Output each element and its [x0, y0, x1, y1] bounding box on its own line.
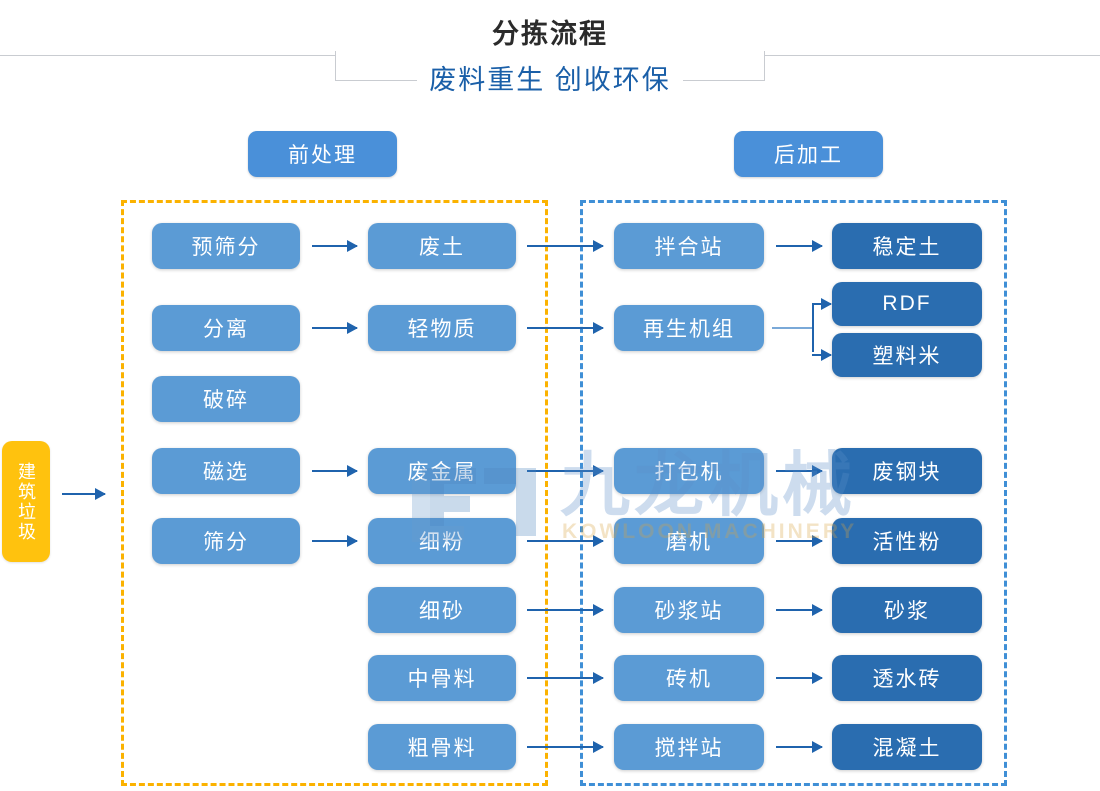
split-connector-stem	[772, 327, 814, 329]
split-connector-riser	[812, 304, 814, 352]
node-material-waste-soil[interactable]: 废土	[368, 223, 516, 269]
node-post-mixing-station[interactable]: 拌合站	[614, 223, 764, 269]
node-pre-crushing[interactable]: 破碎	[152, 376, 300, 422]
arrow-baler-to-scrap-steel	[776, 470, 822, 472]
arrow-mortar-station-to-mortar	[776, 609, 822, 611]
node-post-recycling-unit[interactable]: 再生机组	[614, 305, 764, 351]
node-material-fine-powder[interactable]: 细粉	[368, 518, 516, 564]
node-product-concrete[interactable]: 混凝土	[832, 724, 982, 770]
node-post-mortar-station[interactable]: 砂浆站	[614, 587, 764, 633]
arrow-recycling-unit-to-rdf	[812, 303, 831, 305]
arrow-recycling-unit-to-plastic-pellet	[812, 354, 831, 356]
node-pre-presieving[interactable]: 预筛分	[152, 223, 300, 269]
node-post-brick-machine[interactable]: 砖机	[614, 655, 764, 701]
zone-postprocessing	[580, 200, 1007, 786]
node-product-plastic-pellet[interactable]: 塑料米	[832, 333, 982, 377]
node-pre-separation[interactable]: 分离	[152, 305, 300, 351]
node-pre-sieving[interactable]: 筛分	[152, 518, 300, 564]
arrow-waste-soil-to-mixing-station	[527, 245, 603, 247]
arrow-fine-sand-to-mortar-station	[527, 609, 603, 611]
page-title: 分拣流程	[0, 17, 1100, 51]
arrow-brick-machine-to-permeable-brick	[776, 677, 822, 679]
arrow-separation-to-light-substance	[312, 327, 357, 329]
arrow-presieving-to-waste-soil	[312, 245, 357, 247]
arrow-magnetic-to-scrap-metal	[312, 470, 357, 472]
zone-pretreatment	[121, 200, 548, 786]
page-subtitle-text: 废料重生 创收环保	[417, 62, 683, 98]
node-post-grinder[interactable]: 磨机	[614, 518, 764, 564]
node-product-rdf[interactable]: RDF	[832, 282, 982, 326]
node-material-fine-sand[interactable]: 细砂	[368, 587, 516, 633]
node-product-active-powder[interactable]: 活性粉	[832, 518, 982, 564]
node-product-mortar[interactable]: 砂浆	[832, 587, 982, 633]
page-subtitle: 废料重生 创收环保	[0, 62, 1100, 98]
arrow-light-substance-to-recycling-unit	[527, 327, 603, 329]
node-pre-magnetic-separation[interactable]: 磁选	[152, 448, 300, 494]
arrow-mixing-station-to-stabilized-soil	[776, 245, 822, 247]
node-product-stabilized-soil[interactable]: 稳定土	[832, 223, 982, 269]
arrow-source-to-pretreatment	[62, 493, 105, 495]
section-pill-pretreatment[interactable]: 前处理	[248, 131, 397, 177]
header-rule-right	[764, 55, 1100, 56]
node-post-batching-plant[interactable]: 搅拌站	[614, 724, 764, 770]
arrow-batching-plant-to-concrete	[776, 746, 822, 748]
node-material-scrap-metal[interactable]: 废金属	[368, 448, 516, 494]
page-title-text: 分拣流程	[478, 17, 622, 51]
arrow-fine-powder-to-grinder	[527, 540, 603, 542]
arrow-scrap-metal-to-baler	[527, 470, 603, 472]
node-post-baler[interactable]: 打包机	[614, 448, 764, 494]
node-product-scrap-steel[interactable]: 废钢块	[832, 448, 982, 494]
node-material-coarse-aggregate[interactable]: 粗骨料	[368, 724, 516, 770]
source-node-construction-waste[interactable]: 建筑垃圾	[2, 441, 50, 562]
node-product-permeable-brick[interactable]: 透水砖	[832, 655, 982, 701]
node-material-light-substance[interactable]: 轻物质	[368, 305, 516, 351]
arrow-coarse-aggregate-to-batching-plant	[527, 746, 603, 748]
arrow-sieving-to-fine-powder	[312, 540, 357, 542]
header-rule-left	[0, 55, 336, 56]
arrow-medium-aggregate-to-brick-machine	[527, 677, 603, 679]
node-material-medium-aggregate[interactable]: 中骨料	[368, 655, 516, 701]
section-pill-postprocessing[interactable]: 后加工	[734, 131, 883, 177]
arrow-grinder-to-active-powder	[776, 540, 822, 542]
